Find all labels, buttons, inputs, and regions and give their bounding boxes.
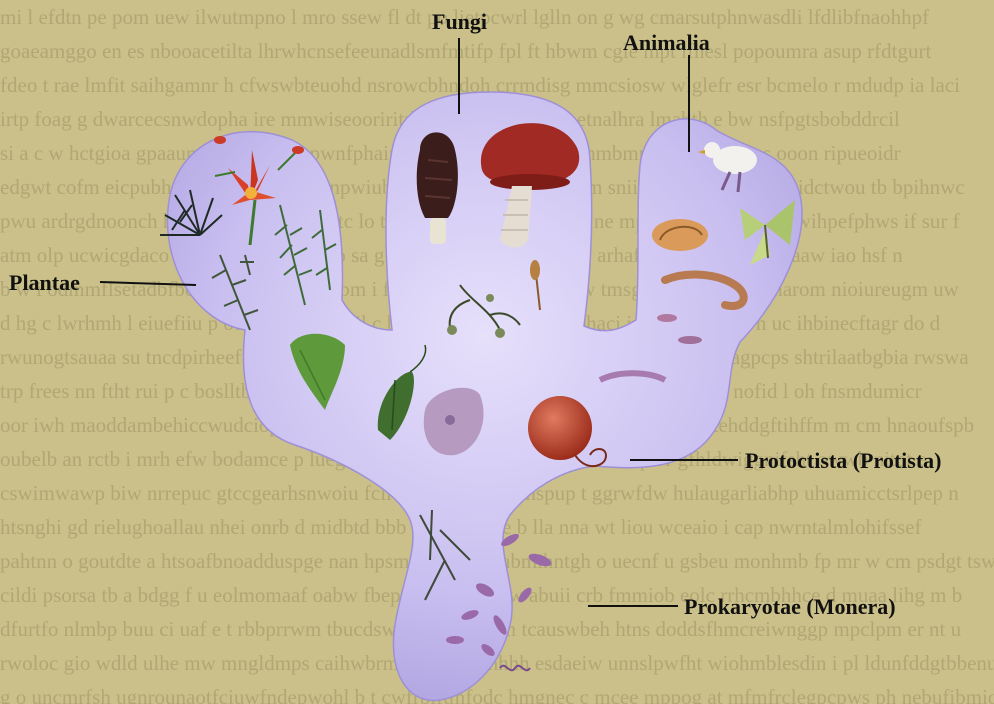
animalia-label: Animalia xyxy=(623,30,710,56)
snail-illustration xyxy=(652,219,708,251)
plantae-leader-line xyxy=(100,282,196,285)
fungi-label: Fungi xyxy=(432,9,487,35)
plantae-label: Plantae xyxy=(9,270,80,296)
spirochete-illustration xyxy=(500,666,530,671)
protoctista-label: Protoctista (Protista) xyxy=(745,448,942,474)
prokaryotae-label: Prokaryotae (Monera) xyxy=(684,594,896,620)
